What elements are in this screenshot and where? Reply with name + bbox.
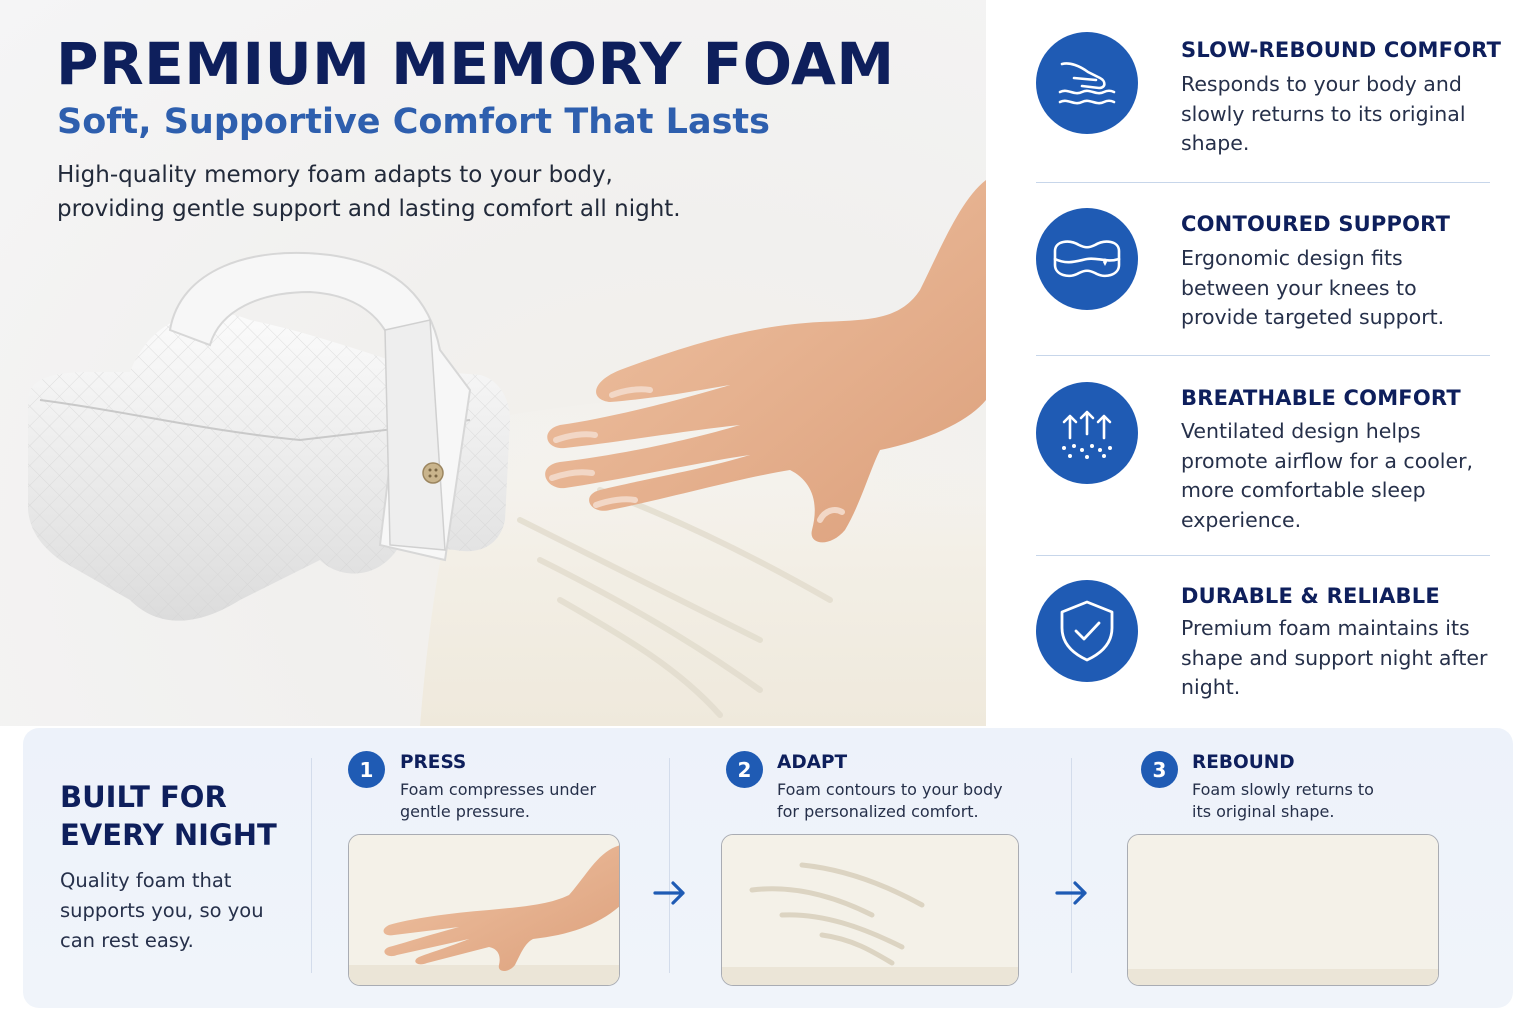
hero-description: High-quality memory foam adapts to your … xyxy=(57,162,681,222)
step-number-badge: 2 xyxy=(726,751,763,788)
process-panel: BUILT FOR EVERY NIGHT Quality foam that … xyxy=(23,728,1513,1008)
feature-title: DURABLE & RELIABLE xyxy=(1181,584,1440,608)
panel-divider xyxy=(311,758,312,973)
panel-divider xyxy=(669,758,670,973)
hand-waves-icon xyxy=(1036,32,1138,134)
feature-title: SLOW-REBOUND COMFORT xyxy=(1181,38,1502,62)
panel-description: Quality foam that supports you, so you c… xyxy=(60,869,264,952)
foam-impression xyxy=(517,487,833,718)
features-list: SLOW-REBOUND COMFORT Responds to your bo… xyxy=(1036,0,1501,726)
panel-heading: BUILT FOR EVERY NIGHT xyxy=(60,780,277,852)
step-text: Foam slowly returns to its original shap… xyxy=(1192,780,1374,821)
knee-pillow-image xyxy=(28,251,510,621)
panel-divider xyxy=(1071,758,1072,973)
feature-divider xyxy=(1036,355,1490,356)
step-image-rebound xyxy=(1127,834,1439,986)
hero-illustration xyxy=(28,180,986,726)
hero-section: PREMIUM MEMORY FOAM Soft, Supportive Com… xyxy=(0,0,986,726)
airflow-arrows-icon xyxy=(1036,382,1138,484)
step-image-press xyxy=(348,834,620,986)
step-image-adapt xyxy=(721,834,1019,986)
feature-text: Premium foam maintains its shape and sup… xyxy=(1181,616,1488,699)
feature-text: Ventilated design helps promote airflow … xyxy=(1181,419,1474,532)
step-title: REBOUND xyxy=(1192,752,1295,773)
arrow-right-icon xyxy=(653,881,685,905)
contoured-pillow-icon xyxy=(1036,208,1138,310)
arrow-right-icon xyxy=(1055,881,1087,905)
hand-pressing-image xyxy=(545,180,986,543)
shield-check-icon xyxy=(1036,580,1138,682)
step-text: Foam compresses under gentle pressure. xyxy=(400,780,597,821)
step-number-badge: 1 xyxy=(348,751,385,788)
feature-divider xyxy=(1036,555,1490,556)
feature-divider xyxy=(1036,182,1490,183)
step-title: ADAPT xyxy=(777,752,848,773)
feature-text: Ergonomic design fits between your knees… xyxy=(1181,246,1445,329)
step-title: PRESS xyxy=(400,752,467,773)
step-number-badge: 3 xyxy=(1141,751,1178,788)
feature-title: BREATHABLE COMFORT xyxy=(1181,386,1461,410)
page-title: PREMIUM MEMORY FOAM xyxy=(56,30,895,98)
feature-title: CONTOURED SUPPORT xyxy=(1181,212,1451,236)
step-text: Foam contours to your body for personali… xyxy=(777,780,1003,821)
feature-text: Responds to your body and slowly returns… xyxy=(1181,72,1466,155)
page-subtitle: Soft, Supportive Comfort That Lasts xyxy=(57,102,770,142)
